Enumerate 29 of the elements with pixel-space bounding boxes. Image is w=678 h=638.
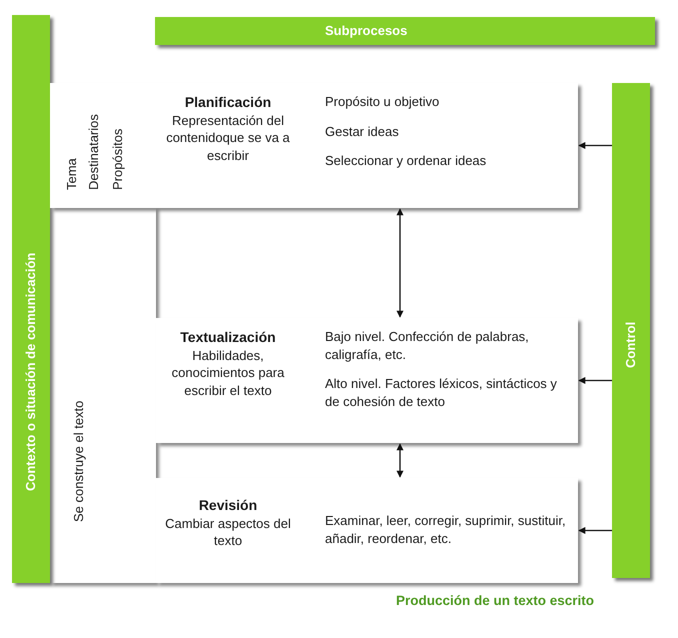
step-description: Representación del contenidoque se va a escribir [165, 112, 291, 165]
step-item: Examinar, leer, corregir, suprimir, sustituir, añadir, reordenar, etc. [325, 512, 566, 548]
step-item: Gestar ideas [325, 122, 400, 140]
step-item: Alto nivel. Factores léxicos, sintácticos y de cohesión de texto [325, 375, 558, 410]
side-note: Destinatarios [87, 114, 102, 190]
step-title: Planificación [184, 93, 272, 112]
band-label: Subprocesos [325, 23, 408, 38]
step-title: Textualización [179, 328, 277, 347]
band [12, 15, 50, 583]
arrow [578, 142, 612, 149]
band-label: Contexto o situación de comunicación [24, 252, 39, 491]
side-note: Se construye el texto [72, 400, 87, 522]
band-label: Control [624, 322, 639, 368]
step-description: Habilidades, conocimientos para escribir el texto [170, 346, 286, 400]
arrow [578, 377, 612, 384]
band [155, 17, 655, 45]
side-note: Propósitos [111, 128, 126, 190]
arrow [396, 443, 404, 478]
arrow [578, 527, 612, 534]
caption: Producción de un texto escrito [396, 593, 594, 608]
step-title: Revisión [198, 496, 258, 515]
band [612, 83, 650, 578]
side-note: Tema [65, 158, 80, 190]
step-item: Seleccionar y ordenar ideas [325, 152, 488, 170]
process-box [50, 83, 578, 208]
step-item: Propósito u objetivo [325, 93, 440, 111]
step-item: Bajo nivel. Confección de palabras, caligrafía, etc. [325, 328, 530, 364]
arrow [396, 208, 404, 318]
step-description: Cambiar aspectos del texto [164, 514, 292, 550]
